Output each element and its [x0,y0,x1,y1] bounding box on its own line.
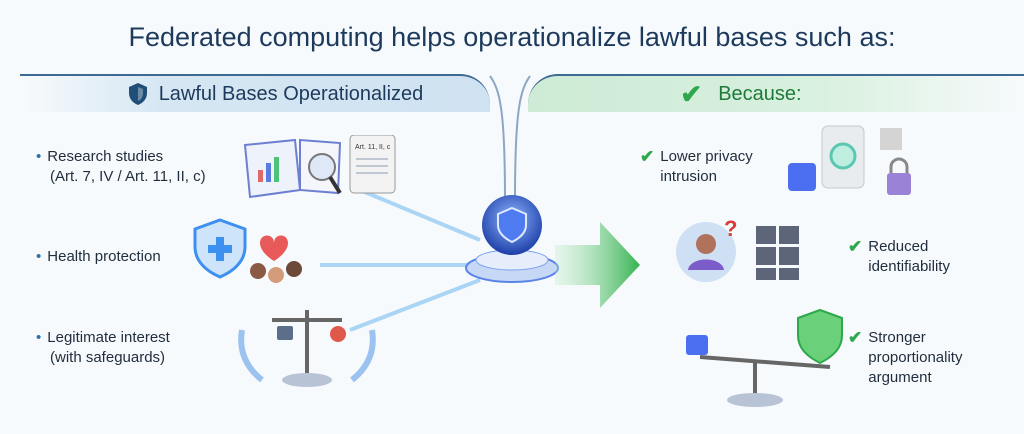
left-header-label: Lawful Bases Operationalized [158,82,424,105]
page-title: Federated computing helps operationalize… [128,22,896,52]
check-icon: ✔ [848,237,863,256]
because-header: ✔ Because: [528,74,1024,112]
reason-proportionality: ✔ Stronger proportionality argument [848,328,962,388]
list-item-legitimate-interest: • Legitimate interest (with safeguards) [36,328,170,368]
proportionality-scale-icon [686,308,843,407]
item-label: Lower privacy [660,148,753,165]
item-label: Health protection [47,248,161,265]
reason-reduced-identifiability: ✔ Reduced identifiability [848,237,950,277]
item-sublabel: (with safeguards) [50,349,166,366]
health-shield-people-icon [193,218,302,283]
reason-lower-intrusion: ✔ Lower privacy intrusion [640,147,753,187]
bullet-icon: • [36,329,42,346]
shield-icon [128,83,147,105]
lawful-bases-header: Lawful Bases Operationalized [20,74,490,112]
svg-text:?: ? [724,216,737,241]
bullet-icon: • [36,148,42,165]
anonymized-person-icon: ? [676,216,799,282]
scroll-label: Art. 11, II, c [355,144,391,151]
arrow-right-icon [555,222,640,308]
balance-scale-icon [238,310,376,387]
list-item-research: • Research studies (Art. 7, IV / Art. 11,… [36,147,206,187]
right-header-label: Because: [718,82,802,105]
research-book-icon: Art. 11, II, c [243,135,396,199]
item-label: Reduced [868,238,929,255]
check-icon: ✔ [848,328,863,347]
item-label: argument [868,369,932,386]
item-label: identifiability [868,258,950,275]
privacy-gate-icon [788,125,911,195]
item-label: Research studies [47,148,164,165]
item-sublabel: (Art. 7, IV / Art. 11, II, c) [50,168,206,185]
item-label: proportionality [868,349,963,366]
item-label: Legitimate interest [47,329,170,346]
check-icon: ✔ [680,78,703,109]
item-label: Stronger [868,329,926,346]
list-item-health: • Health protection [36,247,161,267]
item-label: intrusion [660,168,717,185]
check-icon: ✔ [640,147,655,166]
bullet-icon: • [36,248,42,265]
